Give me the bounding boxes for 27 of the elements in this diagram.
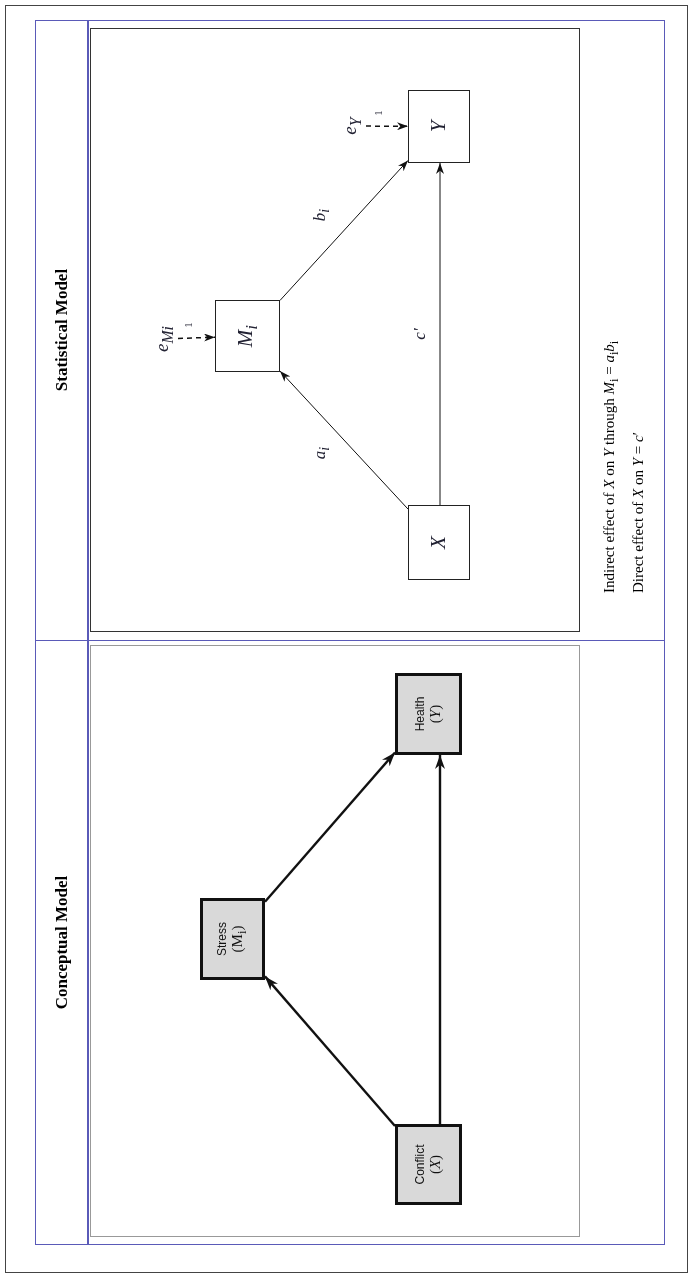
variable-box xyxy=(200,898,265,980)
variable-symbol: (Y) xyxy=(426,704,444,724)
arrow xyxy=(264,975,396,1127)
variable-symbol: Y xyxy=(427,120,451,133)
edge-label: c′ xyxy=(410,328,430,340)
arrow xyxy=(177,333,216,342)
variable-name: Health xyxy=(413,696,427,732)
arrow xyxy=(436,162,444,506)
variable-box xyxy=(408,90,470,163)
variable-box xyxy=(395,673,462,755)
arrow xyxy=(264,751,396,903)
variable-symbol: X xyxy=(427,536,451,549)
arrow xyxy=(365,122,409,131)
arrow xyxy=(279,370,409,510)
variable-name: Stress xyxy=(215,922,229,956)
arrow xyxy=(279,159,409,301)
variable-box xyxy=(408,505,470,580)
variable-symbol: (X) xyxy=(426,1154,444,1175)
panel-title: Statistical Model xyxy=(50,267,72,394)
edge-label: 1 xyxy=(372,110,384,116)
panel-title: Conceptual Model xyxy=(50,874,72,1012)
variable-box xyxy=(395,1124,462,1205)
variable-box xyxy=(215,300,280,372)
variable-name: Conflict xyxy=(413,1144,427,1185)
edge-label: 1 xyxy=(182,322,194,328)
arrow xyxy=(435,755,445,1124)
note-text: Direct effect of X on Y = c′ xyxy=(628,431,647,593)
